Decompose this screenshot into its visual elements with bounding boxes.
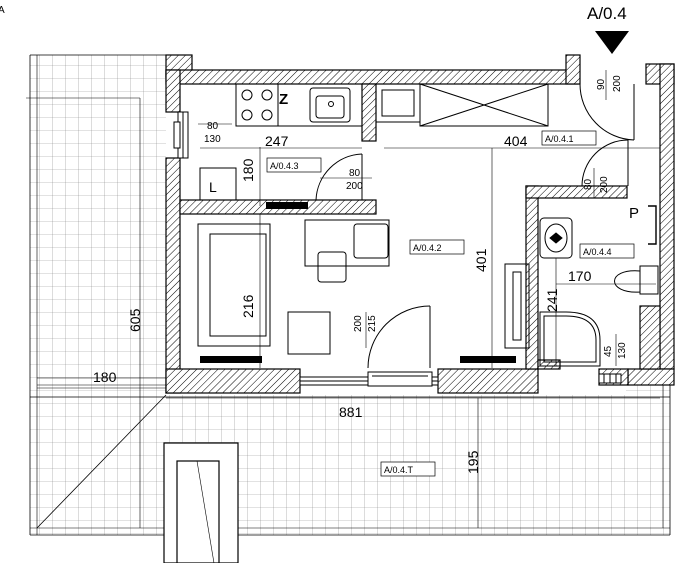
dim-bath-width: 170 (568, 268, 592, 284)
hood-closet (375, 83, 421, 123)
window-kitchen-bottom: 130 (204, 134, 221, 145)
dim-hall-width: 404 (504, 133, 528, 149)
door-kitchen-top: 80 (349, 168, 361, 179)
entry-door-top: 90 (596, 78, 607, 90)
bath-window-top: 45 (603, 345, 614, 357)
walls (165, 54, 675, 394)
shower-tray (539, 311, 601, 367)
sofa (197, 223, 271, 347)
section-marker-icon (595, 31, 629, 54)
balcony-door-bottom: 215 (367, 315, 378, 332)
kitchen-counter (235, 83, 363, 127)
terrace-floor (26, 54, 671, 536)
room-tag-bathroom: A/0.4.4 (583, 247, 612, 257)
tv-cabinet (504, 263, 530, 349)
balcony-door-top: 200 (353, 315, 364, 332)
room-tags (266, 130, 635, 477)
stove-symbol: Z (279, 91, 288, 108)
bath-window-bottom: 130 (617, 342, 628, 359)
margin-letter: A (0, 5, 5, 16)
dim-terrace-side: 180 (93, 369, 117, 385)
wardrobe (419, 83, 549, 127)
bath-door-top: 80 (583, 178, 594, 190)
desk (304, 219, 390, 283)
dim-living-depth: 401 (473, 248, 489, 272)
room-tag-living: A/0.4.2 (413, 243, 442, 253)
toilet (614, 265, 659, 295)
door-kitchen-bottom: 200 (346, 181, 363, 192)
coffee-table (287, 311, 331, 355)
dim-kitchen-depth: 180 (240, 158, 256, 182)
window-living (299, 371, 439, 387)
unit-label: A/0.4 (587, 4, 627, 23)
room-tag-terrace: A/0.4.T (384, 465, 414, 475)
dim-kitchen-width: 247 (265, 133, 289, 149)
fridge (199, 167, 237, 201)
fridge-symbol: L (209, 179, 217, 195)
radiator-kitchen (266, 202, 308, 209)
dim-total-width: 881 (339, 404, 363, 420)
dim-total-depth: 605 (127, 308, 143, 332)
radiator-living-right (460, 356, 516, 363)
terrace-planter (163, 442, 239, 563)
washer-symbol: P (629, 205, 639, 222)
dim-terrace-depth: 195 (465, 450, 481, 474)
entry-door-bottom: 200 (612, 75, 623, 92)
bath-door-bottom: 200 (599, 176, 610, 193)
washbasin (539, 217, 573, 259)
doors (315, 83, 635, 369)
room-tag-hall: A/0.4.1 (545, 134, 574, 144)
dim-bath-depth: 241 (544, 288, 560, 312)
radiator-living-left (200, 356, 262, 363)
room-tag-kitchen: A/0.4.3 (270, 161, 299, 171)
washer-niche (648, 205, 657, 245)
window-bath (598, 373, 622, 384)
dimension-lines (37, 70, 660, 528)
window-kitchen-top: 80 (207, 121, 219, 132)
dim-living-216: 216 (240, 294, 256, 318)
window-kitchen (173, 111, 189, 159)
